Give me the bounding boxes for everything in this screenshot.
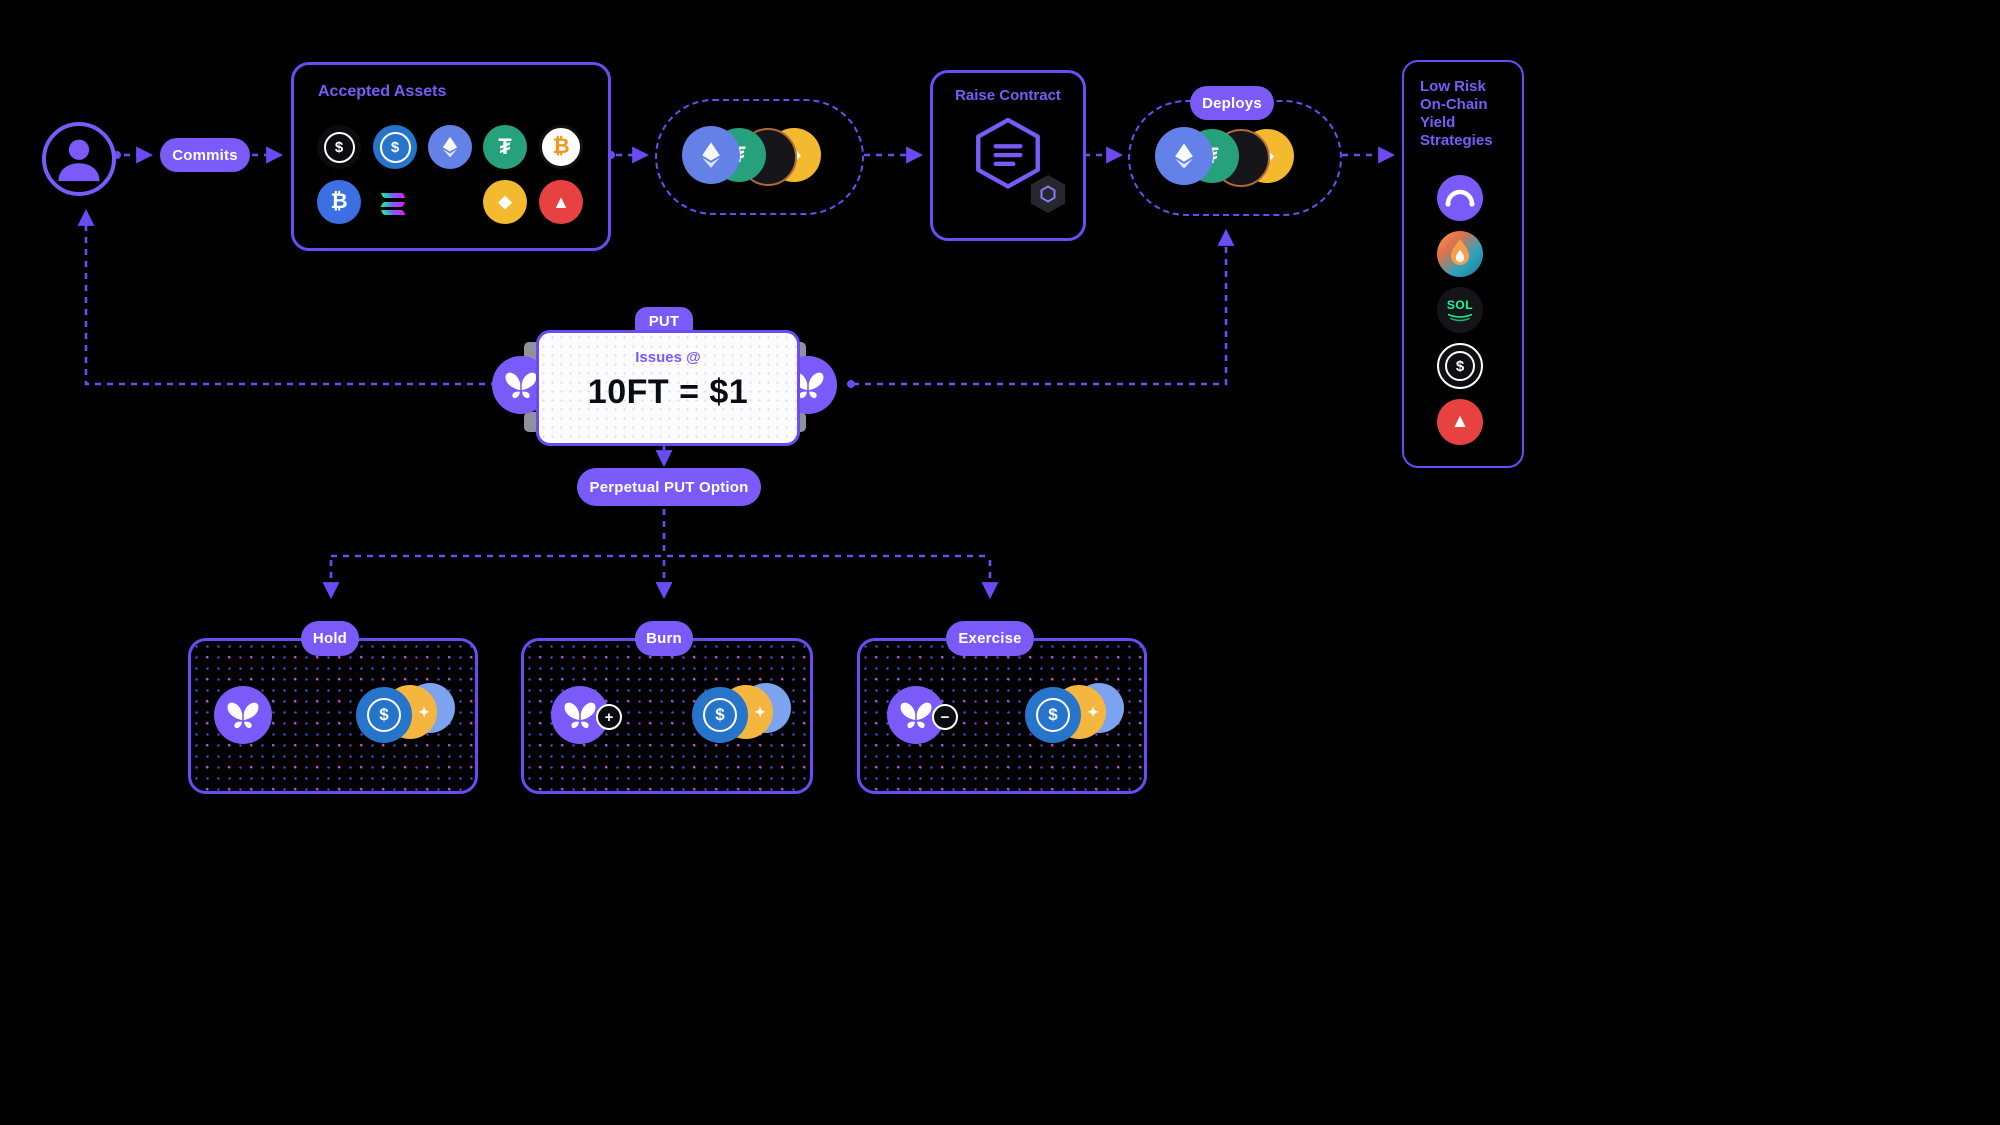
commits-label: Commits: [172, 146, 238, 164]
btc-blue-icon: ₿: [317, 180, 361, 224]
minus-badge: −: [932, 704, 958, 730]
perpetual-put-label: Perpetual PUT Option: [589, 478, 749, 496]
deploy-eth-coin: [1155, 127, 1213, 185]
sol-label: SOL: [1446, 298, 1474, 312]
accepted-assets-panel: Accepted Assets $ $ ₮ ₿ ₿ ◆ ▲: [291, 62, 611, 251]
exercise-pill: Exercise: [946, 621, 1034, 656]
usd-strategy-icon: $: [1437, 343, 1483, 389]
bundle-eth-coin: [682, 126, 740, 184]
bnb-icon: ◆: [483, 180, 527, 224]
put-label: PUT: [648, 313, 680, 330]
btc-icon: ₿: [539, 125, 583, 169]
tether-icon: ₮: [483, 125, 527, 169]
issues-label: Issues @: [635, 349, 701, 366]
exercise-label: Exercise: [958, 630, 1022, 647]
plus-badge: +: [596, 704, 622, 730]
butterfly-icon: [561, 694, 599, 737]
butterfly-icon: [224, 694, 262, 737]
person-icon: [46, 128, 112, 186]
solana-icon: [380, 191, 406, 217]
outcome-panel-burn: + ✦ $: [521, 638, 813, 794]
raise-contract-panel: Raise Contract: [930, 70, 1086, 241]
raise-contract-title: Raise Contract: [955, 87, 1061, 104]
strategies-panel: Low Risk On-Chain Yield Strategies SOL $…: [1402, 60, 1524, 468]
burn-label: Burn: [646, 630, 682, 647]
deploys-pill: Deploys: [1190, 86, 1274, 120]
flame-eth-icon: [1437, 231, 1483, 277]
hold-pill: Hold: [301, 621, 359, 656]
butterfly-icon: [897, 694, 935, 737]
burn-pill: Burn: [635, 621, 693, 656]
avax-strategy-icon: ▲: [1437, 399, 1483, 445]
issues-value: 10FT = $1: [587, 373, 749, 411]
usdc-icon: $: [373, 125, 417, 169]
usdc-coin-icon: $: [356, 687, 412, 743]
arc-protocol-icon: [1437, 175, 1483, 221]
avax-icon: ▲: [539, 180, 583, 224]
mozaic-coin: [214, 686, 272, 744]
strategies-title: Low Risk On-Chain Yield Strategies: [1420, 78, 1493, 149]
perpetual-put-pill: Perpetual PUT Option: [577, 468, 761, 506]
hold-label: Hold: [312, 630, 348, 647]
asset-bundle-capsule: [655, 99, 864, 215]
usdc-coin-icon: $: [1025, 687, 1081, 743]
sol-staking-icon: SOL: [1437, 287, 1483, 333]
outcome-panel-hold: ✦ $: [188, 638, 478, 794]
accepted-assets-title: Accepted Assets: [318, 83, 447, 100]
commits-pill: Commits: [160, 138, 250, 172]
usd-coin-icon: $: [317, 125, 361, 169]
contract-hexagon-icon: [966, 113, 1050, 202]
user-avatar: [42, 122, 116, 196]
issue-card: Issues @ 10FT = $1: [536, 330, 800, 446]
eth-icon: [428, 125, 472, 169]
usdc-coin-icon: $: [692, 687, 748, 743]
outcome-panel-exercise: − ✦ $: [857, 638, 1147, 794]
deploys-label: Deploys: [1202, 94, 1262, 112]
butterfly-icon: [502, 364, 540, 407]
